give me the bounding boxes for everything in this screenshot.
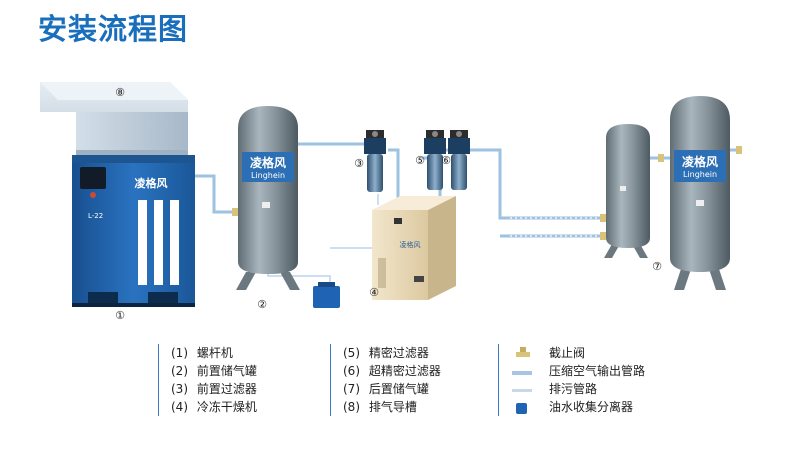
legend-right: 截止阀 压缩空气输出管路 排污管路 油水收集分离器	[498, 344, 645, 416]
legend-item: (3) 前置过滤器	[171, 382, 257, 396]
legend-left: (1) 螺杆机 (2) 前置储气罐 (3) 前置过滤器 (4) 冷冻干燥机	[158, 344, 257, 416]
legend-item: (7) 后置储气罐	[343, 382, 429, 396]
callout-2: ②	[257, 298, 267, 311]
callout-4: ④	[369, 286, 379, 299]
legend-item: 压缩空气输出管路	[549, 364, 646, 378]
callout-6: ⑥	[441, 154, 451, 167]
callout-5: ⑤	[415, 154, 425, 167]
legend-mid: (5) 精密过滤器 (6) 超精密过滤器 (7) 后置储气罐 (8) 排气导槽	[330, 344, 441, 416]
legend-item: (8) 排气导槽	[343, 400, 417, 414]
dashed-pipes	[510, 217, 600, 237]
refrigerated-dryer	[372, 196, 456, 300]
front-tank-brand-en: Linghein	[251, 171, 285, 180]
oil-water-separator	[313, 282, 340, 308]
front-air-receiver	[236, 106, 300, 290]
compressor-brand-text: 凌格风	[135, 176, 168, 190]
legend-item: (1) 螺杆机	[171, 346, 233, 360]
legend-symbols	[512, 347, 532, 414]
air-pipe-icon	[512, 371, 532, 375]
pipe-compressor-to-tank	[195, 174, 240, 214]
legend-item: (4) 冷冻干燥机	[171, 400, 257, 414]
valve-icon	[516, 347, 530, 357]
callout-7: ⑦	[652, 260, 662, 273]
front-tank-brand-cn: 凌格风	[250, 155, 286, 170]
legend-item: 油水收集分离器	[549, 400, 634, 414]
ultra-precision-filter	[448, 130, 470, 190]
legend-item: 截止阀	[549, 346, 586, 360]
legend-item: (6) 超精密过滤器	[343, 364, 441, 378]
legend-item: 排污管路	[549, 382, 598, 396]
pipe-filter3-to-dryer	[388, 148, 400, 198]
callout-8: ⑧	[115, 86, 125, 99]
exhaust-duct	[40, 82, 188, 158]
rear-tank-brand-cn: 凌格风	[682, 154, 718, 169]
rear-air-receiver-large	[670, 96, 730, 290]
pipe-filter6-to-branch	[470, 148, 604, 220]
page-title: 安装流程图	[38, 12, 189, 46]
dryer-brand-text: 凌格风	[400, 240, 421, 249]
drain-pipe-icon	[512, 389, 532, 392]
shutoff-valves	[232, 146, 742, 240]
legend-item: (5) 精密过滤器	[343, 346, 429, 360]
pre-filter	[364, 130, 386, 192]
rear-tank-brand-en: Linghein	[683, 170, 717, 179]
compressor-model-text: L-22	[88, 212, 103, 220]
screw-compressor	[72, 155, 195, 307]
rear-air-receiver-small	[604, 124, 650, 258]
callout-3: ③	[354, 157, 364, 170]
callout-1: ①	[115, 309, 125, 322]
separator-icon	[516, 403, 527, 414]
legend-item: (2) 前置储气罐	[171, 364, 257, 378]
precision-filter	[424, 130, 446, 190]
